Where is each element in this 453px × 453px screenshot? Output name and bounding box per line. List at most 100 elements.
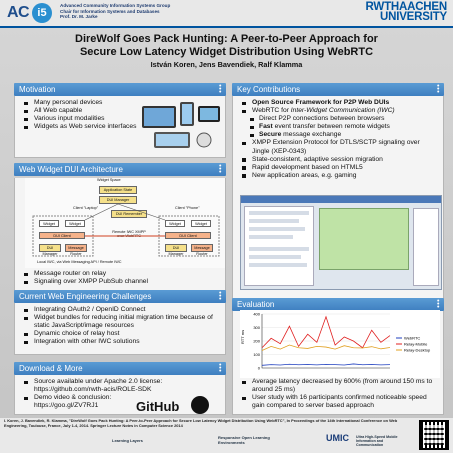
item-text: WebRTC for xyxy=(252,107,291,115)
widget-space-label: Widget Space xyxy=(97,178,121,182)
motivation-section: Motivation ••• Many personal devices All… xyxy=(14,83,226,158)
list-item: Widgets as Web service interfaces xyxy=(21,123,221,131)
group-info: Advanced Community Information Systems G… xyxy=(60,3,170,20)
y-tick-label: 400 xyxy=(253,312,260,317)
poster-title: DireWolf Goes Pack Hunting: A Peer-to-Pe… xyxy=(0,33,453,58)
github-logo-text: GitHub xyxy=(136,399,180,414)
section-title: Download & More xyxy=(19,364,83,373)
section-body: Source available under Apache 2.0 licens… xyxy=(14,375,226,415)
section-title: Web Widget DUI Architecture xyxy=(19,165,123,174)
dui-manager-box: DUI Manager xyxy=(99,196,137,204)
challenges-section: Current Web Engineering Challenges ••• I… xyxy=(14,290,226,355)
list-item: Open Source Framework for P2P Web DUIs xyxy=(239,99,439,107)
umic-logo: UMIC xyxy=(326,433,349,443)
list-item: Widget bundles for reducing initial migr… xyxy=(21,314,221,330)
section-header: Key Contributions ••• xyxy=(232,83,444,96)
diagram-legend: Local IWC, via Web Messaging API / Remot… xyxy=(37,260,122,264)
list-item: Rapid development based on HTML5 xyxy=(239,164,439,172)
item-text-bold: Fast xyxy=(259,123,273,131)
role-logo: Responsive Open Learning Environments xyxy=(218,435,270,445)
list-item: Signaling over XMPP PubSub channel xyxy=(21,278,221,286)
list-item: Various input modalities xyxy=(21,115,221,123)
sub-list: Direct P2P connections between browsers … xyxy=(239,115,439,139)
series-line-relay-desktop xyxy=(261,344,391,351)
legend-label: Relay-Desktop xyxy=(404,348,431,353)
dots-icon: ••• xyxy=(219,362,222,375)
app-screenshot xyxy=(240,195,442,290)
series-line-webrtc xyxy=(261,363,391,366)
rwth-logo-line1: RWTHAACHEN xyxy=(365,1,448,13)
rwth-logo-line2: UNIVERSITY xyxy=(379,11,447,23)
section-header: Evaluation ••• xyxy=(232,298,444,311)
architecture-section: Web Widget DUI Architecture ••• Widget S… xyxy=(14,163,226,295)
item-text: message exchange xyxy=(281,131,342,139)
section-header: Web Widget DUI Architecture ••• xyxy=(14,163,226,176)
screenshot-titlebar xyxy=(241,196,441,203)
section-title: Key Contributions xyxy=(237,85,301,94)
dots-icon: ••• xyxy=(219,163,222,176)
title-line: Secure Low Latency Widget Distribution U… xyxy=(79,45,374,58)
list-item: Integration with other IWC solutions xyxy=(21,338,221,346)
header-rule xyxy=(0,26,453,28)
list-item: XMPP Extension Protocol for DTLS/SCTP si… xyxy=(239,139,439,155)
github-octocat-icon xyxy=(191,396,209,414)
screenshot-canvas xyxy=(319,208,409,270)
list-item: Source available under Apache 2.0 licens… xyxy=(21,378,221,394)
sponsor-logos: Learning Layers Responsive Open Learning… xyxy=(4,433,414,451)
sub-list-item: Secure message exchange xyxy=(239,131,439,139)
dots-icon: ••• xyxy=(219,83,222,96)
chart-axes xyxy=(261,314,390,369)
section-header: Current Web Engineering Challenges ••• xyxy=(14,290,226,303)
app-state-box: Application State xyxy=(99,186,137,194)
dots-icon: ••• xyxy=(219,290,222,303)
widget-box: Widget xyxy=(65,220,85,227)
y-tick-label: 100 xyxy=(253,352,260,357)
list-item: Demo video & conclusion: https://goo.gl/… xyxy=(21,394,141,410)
section-title: Motivation xyxy=(19,85,56,94)
download-section: Download & More ••• Source available und… xyxy=(14,362,226,415)
sub-list-item: Direct P2P connections between browsers xyxy=(239,115,439,123)
dui-client-box: DUI Client xyxy=(39,232,85,239)
title-line: DireWolf Goes Pack Hunting: A Peer-to-Pe… xyxy=(75,33,378,45)
diagram-connectors xyxy=(32,203,220,257)
y-tick-label: 0 xyxy=(258,366,261,371)
authors: István Koren, Jens Bavendiek, Ralf Klamm… xyxy=(150,60,303,69)
list-item: Dynamic choice of relay host xyxy=(21,330,221,338)
message-router-box: Message Router xyxy=(191,244,213,256)
legend-label: Relay-Mobile xyxy=(404,342,428,347)
screenshot-sidebar xyxy=(413,208,439,286)
acis-logo-badge: i5 xyxy=(32,3,52,23)
list-item: User study with 16 participants confirme… xyxy=(239,394,439,410)
list-item: State-consistent, adaptive session migra… xyxy=(239,156,439,164)
widget-box: Widget xyxy=(165,220,185,227)
list-item: New application areas, e.g. gaming xyxy=(239,172,439,180)
section-title: Current Web Engineering Challenges xyxy=(19,292,152,301)
citation: I. Koren, J. Bavendiek, R. Klamma, "Dire… xyxy=(4,418,398,428)
umic-subtitle: Ultra High-Speed Mobile Information and … xyxy=(356,435,398,448)
group-line: Chair for Information Systems and Databa… xyxy=(60,8,160,14)
widget-box: Widget xyxy=(39,220,59,227)
section-body: Widget Space Application State DUI Manag… xyxy=(14,178,226,295)
sub-list-item: Fast event transfer between remote widge… xyxy=(239,123,439,131)
dui-client-box: DUI Client xyxy=(165,232,211,239)
client-phone-label: Client "Phone" xyxy=(175,206,200,210)
series-line-relay-mobile xyxy=(261,315,391,349)
item-text-bold: Secure xyxy=(259,131,282,139)
section-body: Integrating OAuth2 / OpenID Connect Widg… xyxy=(14,303,226,355)
list-item: All Web capable xyxy=(21,107,221,115)
legend-label: WebRTC xyxy=(404,336,420,341)
screenshot-pane xyxy=(244,206,314,286)
acis-logo-text: AC xyxy=(7,4,30,21)
qr-code xyxy=(419,420,449,450)
dui-manager-box: DUI Manager xyxy=(39,244,61,256)
list-item: Message router on relay xyxy=(21,270,221,278)
group-line: Prof. Dr. M. Jarke xyxy=(60,14,98,20)
section-header: Download & More ••• xyxy=(14,362,226,375)
header: AC i5 Advanced Community Information Sys… xyxy=(0,0,453,26)
section-body: Many personal devices All Web capable Va… xyxy=(14,96,226,158)
dots-icon: ••• xyxy=(437,83,440,96)
list-item: Integrating OAuth2 / OpenID Connect xyxy=(21,306,221,314)
y-tick-label: 300 xyxy=(253,325,260,330)
